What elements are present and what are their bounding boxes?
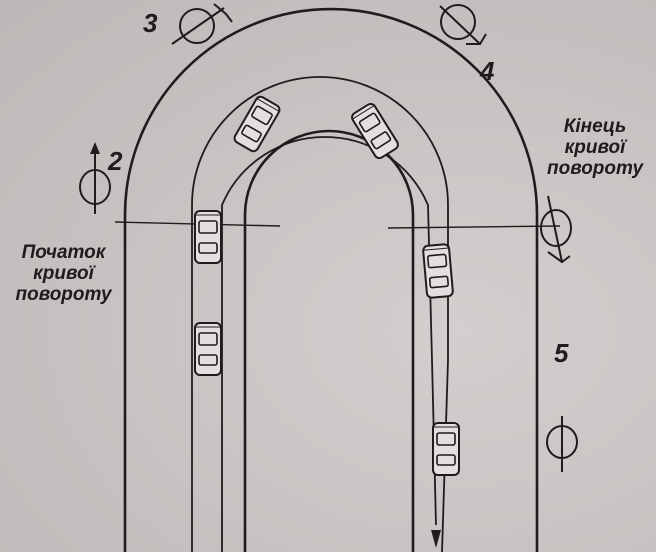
car-icon <box>432 422 460 476</box>
curve-start-label: Початок кривої повороту <box>6 242 121 305</box>
curve-end-label-line: повороту <box>546 158 644 179</box>
curve-end-label: Кінець кривої повороту <box>545 116 645 179</box>
position-number-5: 5 <box>554 338 569 368</box>
car-icon <box>231 93 283 155</box>
curve-start-label-line: повороту <box>15 284 112 305</box>
position-number-4: 4 <box>480 56 495 86</box>
vehicle-track-outer <box>191 76 449 552</box>
steering-direction-icon <box>546 416 578 472</box>
road-inner-edge <box>243 129 415 552</box>
curve-end-label-line: Кінець <box>563 116 627 137</box>
steering-direction-icon <box>439 4 487 45</box>
curve-end-line <box>387 225 561 229</box>
steering-direction-icon <box>540 195 572 264</box>
position-number-2: 2 <box>108 146 123 176</box>
curve-start-label-line: кривої <box>33 263 94 284</box>
car-icon <box>421 242 455 300</box>
car-icon <box>349 101 401 161</box>
vehicle-track-inner <box>221 136 437 552</box>
car-icon <box>194 322 222 376</box>
car-icon <box>194 210 222 264</box>
road-outer-edge <box>123 7 539 552</box>
direction-arrow-icon <box>431 530 441 548</box>
position-number-3: 3 <box>143 8 158 38</box>
curve-end-label-line: кривої <box>564 137 626 158</box>
steering-direction-icon <box>79 142 111 214</box>
steering-direction-icon <box>171 3 233 45</box>
curve-start-label-line: Початок <box>21 242 106 263</box>
